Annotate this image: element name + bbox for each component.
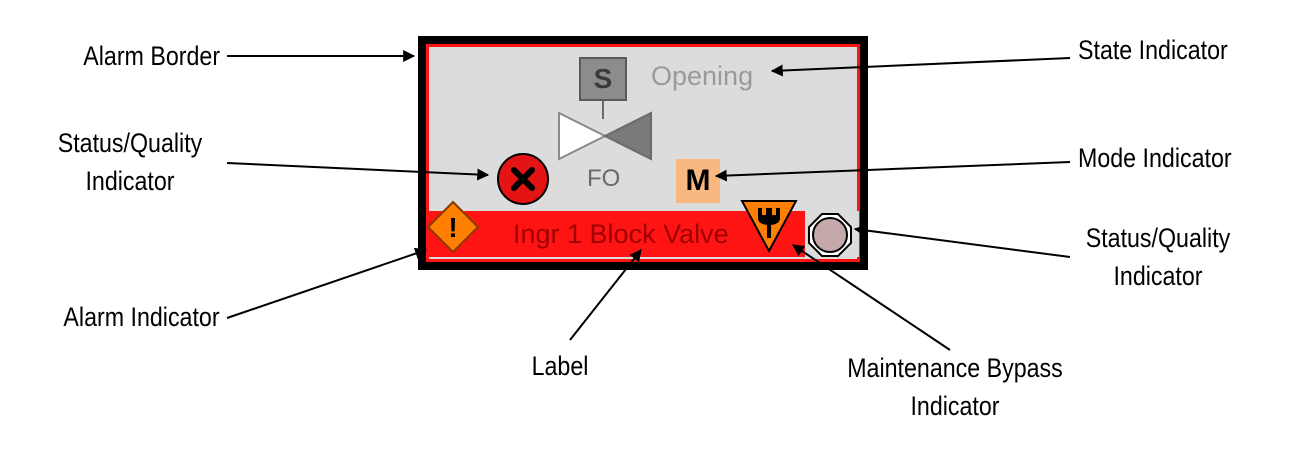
callout-state-indicator: State Indicator (1078, 35, 1228, 65)
state-indicator: Opening (651, 61, 754, 91)
valve-label: Ingr 1 Block Valve (513, 219, 729, 249)
valve-icon (558, 111, 652, 161)
faceplate-body: S Opening FO M Ingr 1 Block Valve (429, 47, 859, 259)
x-circle-icon[interactable] (495, 151, 551, 207)
callout-alarm-border: Alarm Border (83, 41, 220, 71)
fail-position-text: FO (587, 165, 621, 192)
solenoid-stem (602, 101, 604, 119)
callout-maintenance-bypass-line2: Indicator (910, 391, 1000, 421)
gray-circle-icon[interactable] (806, 211, 854, 259)
callout-status-quality-right-line2: Indicator (1113, 261, 1203, 291)
valve-faceplate[interactable]: S Opening FO M Ingr 1 Block Valve (418, 36, 868, 270)
callout-label: Label (531, 351, 589, 381)
callout-status-quality-left: Status/Quality Indicator (44, 124, 216, 200)
alarm-symbol: ! (448, 212, 457, 243)
solenoid-icon: S (579, 57, 627, 101)
callout-status-quality-right-line1: Status/Quality (1085, 223, 1231, 253)
alarm-border: S Opening FO M Ingr 1 Block Valve (426, 44, 860, 262)
callout-maintenance-bypass-line1: Maintenance Bypass (847, 353, 1063, 383)
callout-alarm-indicator: Alarm Indicator (63, 302, 220, 332)
callout-status-quality-left-line2: Indicator (85, 166, 175, 196)
wrench-triangle-icon[interactable] (740, 198, 798, 254)
callout-status-quality-right: Status/Quality Indicator (1072, 219, 1244, 295)
callout-maintenance-bypass: Maintenance Bypass Indicator (830, 349, 1079, 425)
exclamation-diamond-icon[interactable]: ! (426, 200, 480, 254)
mode-indicator[interactable]: M (676, 159, 720, 203)
callout-status-quality-left-line1: Status/Quality (57, 128, 203, 158)
callout-mode-indicator: Mode Indicator (1078, 143, 1232, 173)
